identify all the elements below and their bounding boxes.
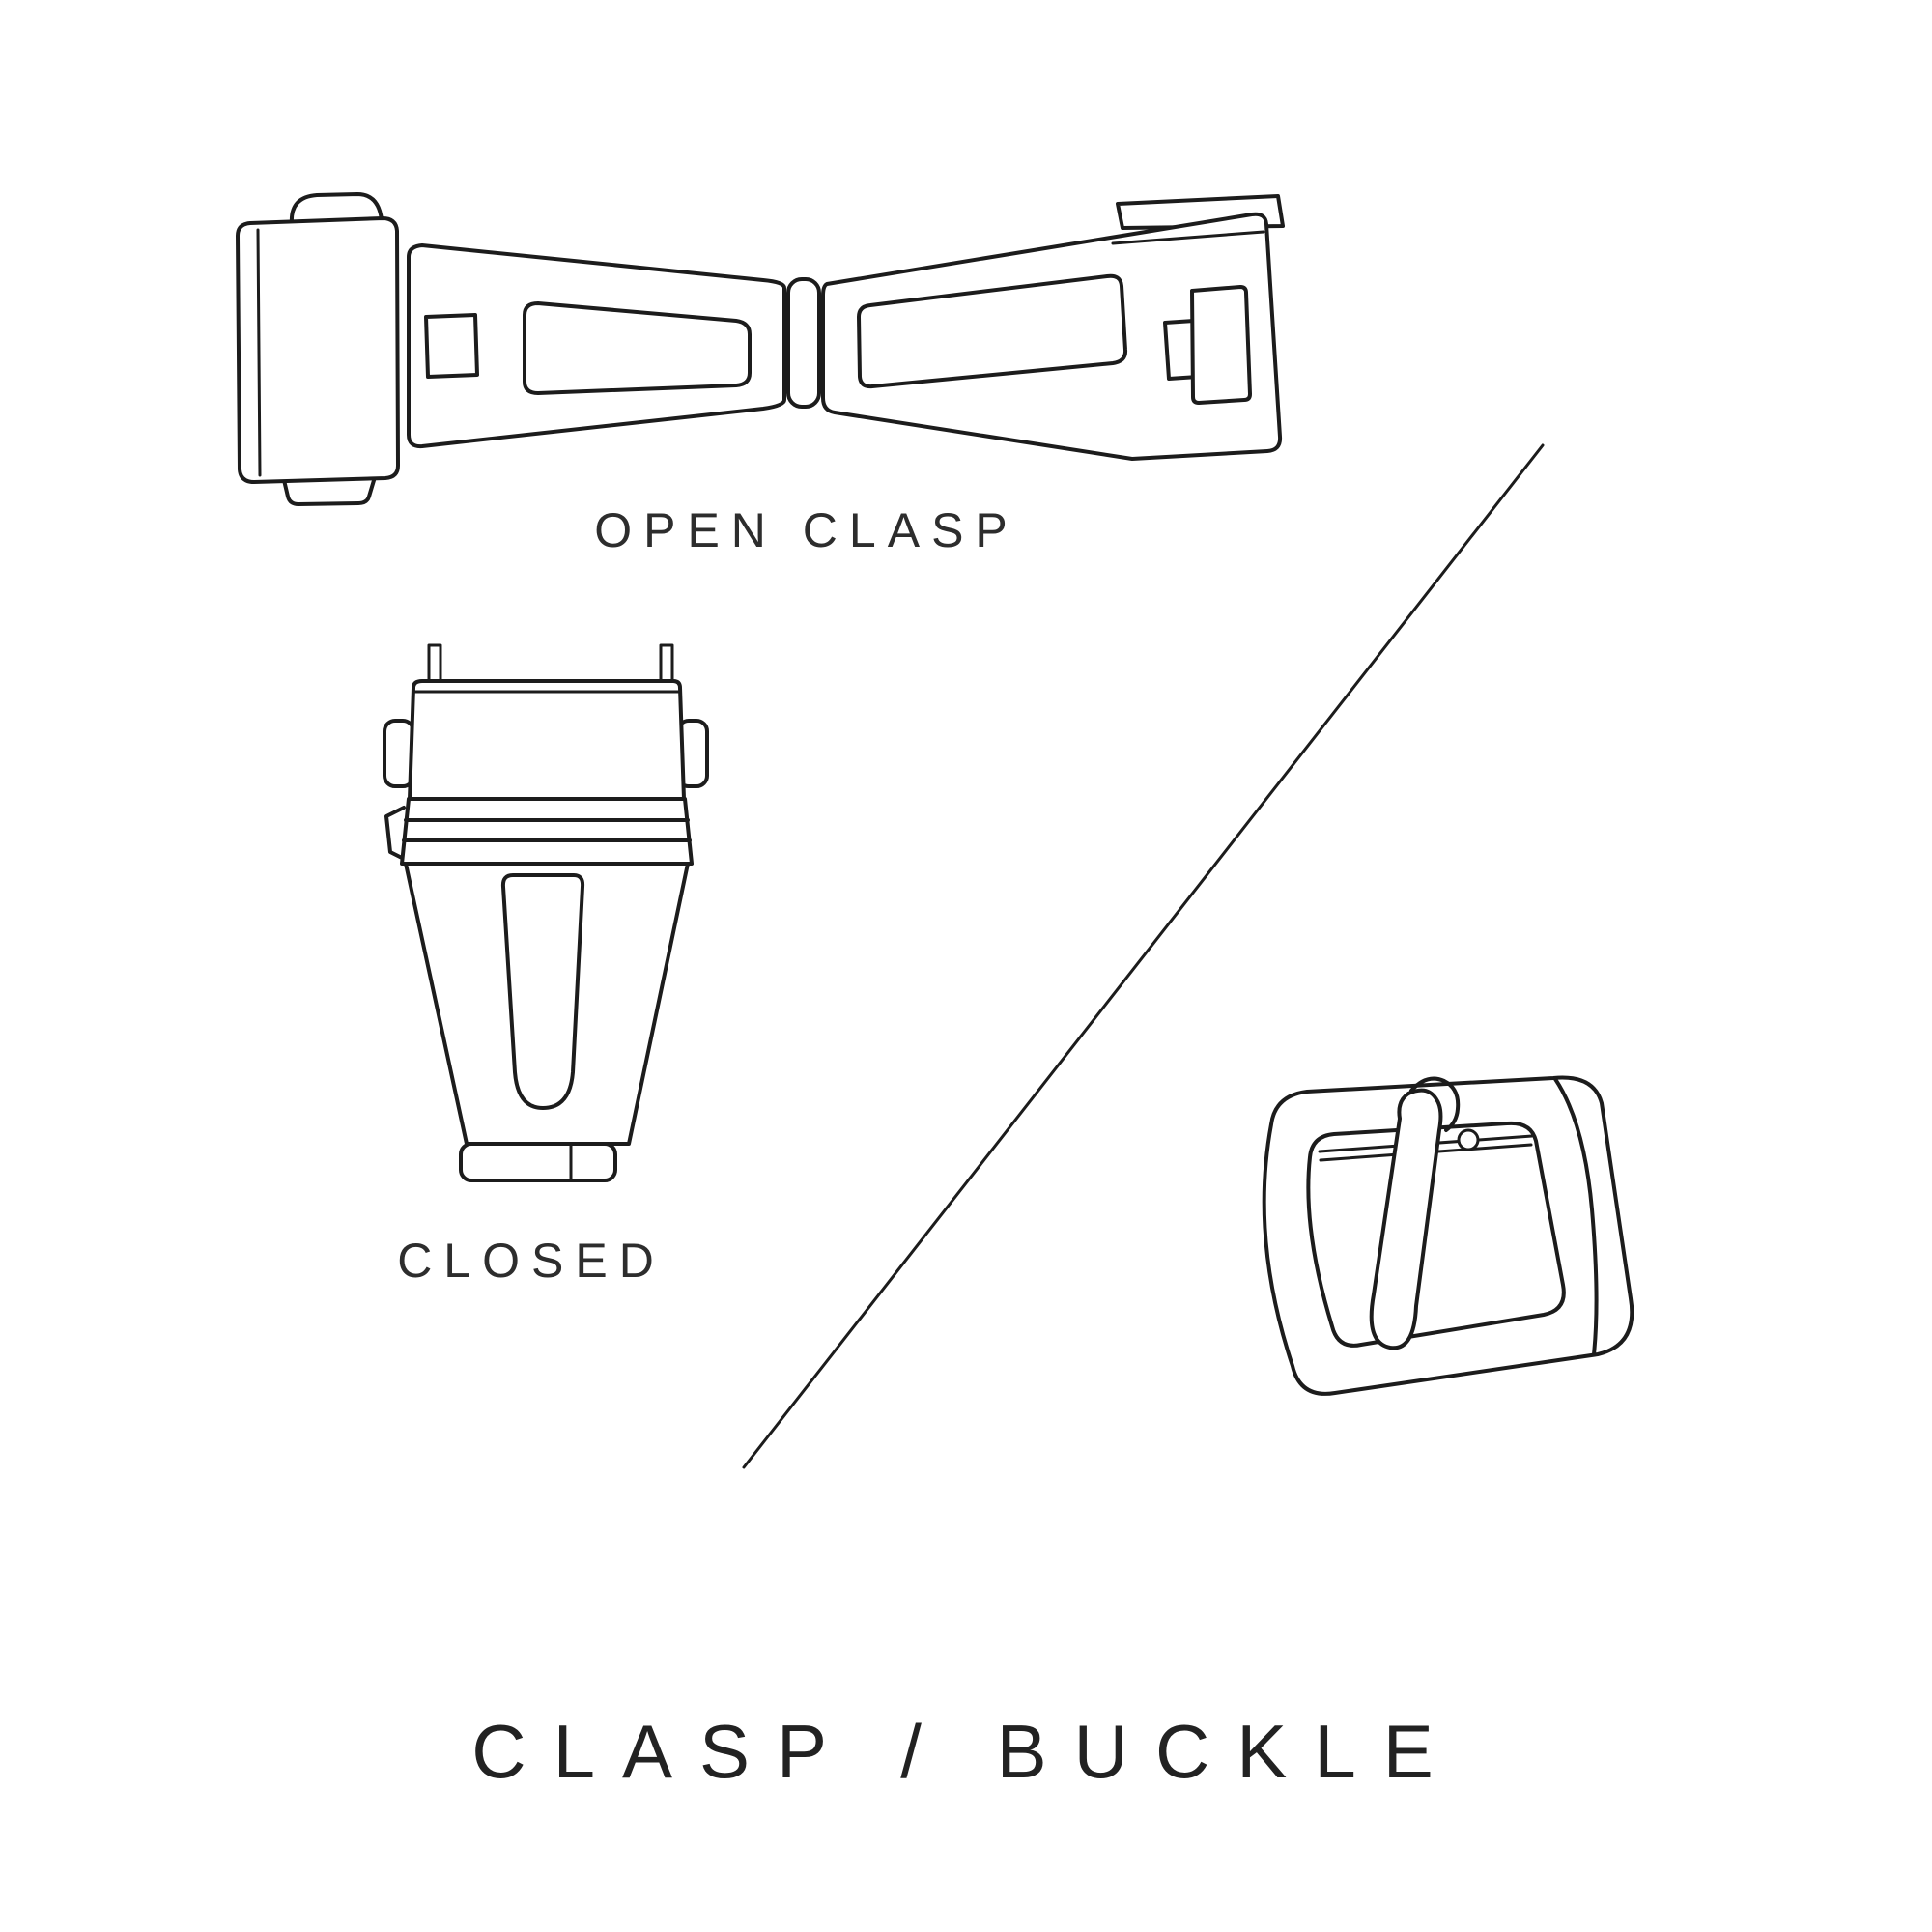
closed-clasp-drawing [383,643,709,1182]
page-title: CLASP / BUCKLE [471,1709,1461,1794]
closed-clasp-label: CLOSED [397,1234,666,1288]
tang-buckle-drawing [1262,1075,1634,1396]
open-clasp-label: OPEN CLASP [594,503,1019,557]
open-clasp-drawing [236,192,1285,506]
diagonal-divider [742,443,1545,1469]
